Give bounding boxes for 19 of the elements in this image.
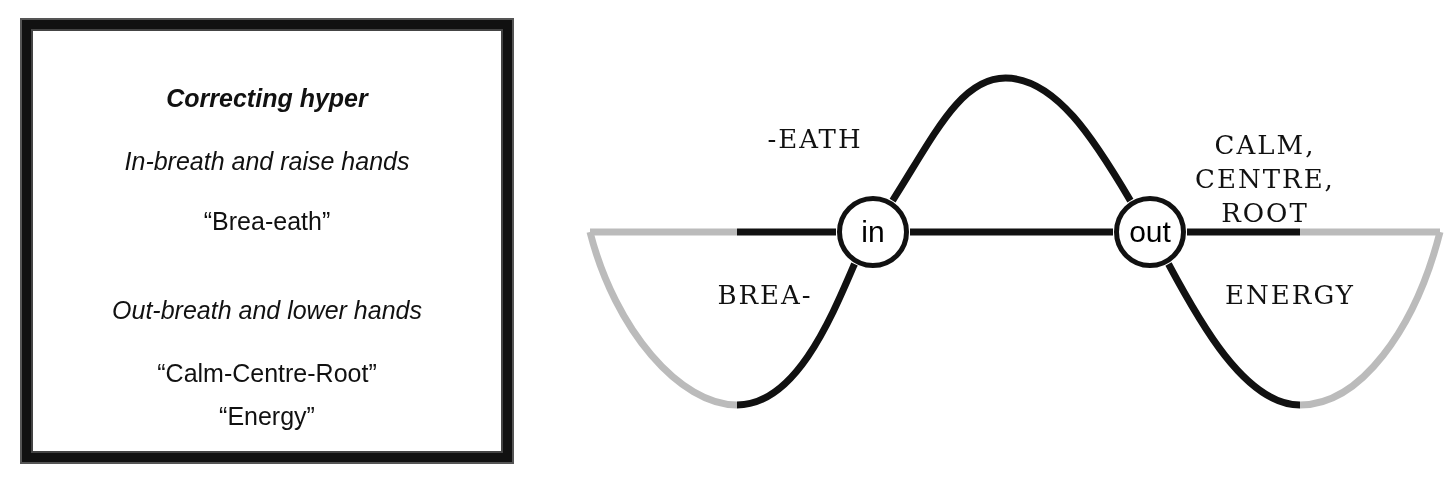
instruction-text: In-breath and raise hands bbox=[124, 147, 410, 175]
instruction-card bbox=[22, 20, 512, 462]
wave-curve bbox=[586, 231, 858, 409]
box-heading: Correcting hyper bbox=[166, 84, 368, 112]
wave-curve bbox=[1165, 231, 1444, 409]
quoted-word: “Brea-eath” bbox=[203, 207, 331, 235]
line bbox=[590, 228, 836, 236]
circle-node: in bbox=[837, 196, 909, 268]
wave-curve bbox=[889, 74, 1134, 203]
wave-label: ENERGY bbox=[1224, 279, 1356, 312]
circle-node: out bbox=[1114, 196, 1186, 268]
quoted-word: “Energy” bbox=[219, 402, 315, 430]
line bbox=[1187, 228, 1440, 236]
instruction-text: Out-breath and lower hands bbox=[112, 296, 422, 324]
wave-label: BREA- bbox=[716, 279, 814, 312]
line bbox=[910, 228, 1113, 236]
wave-label: -EATH bbox=[766, 123, 864, 156]
quoted-word: “Calm-Centre-Root” bbox=[157, 359, 377, 387]
wave-label: CALM, CENTRE, ROOT bbox=[1194, 129, 1336, 230]
